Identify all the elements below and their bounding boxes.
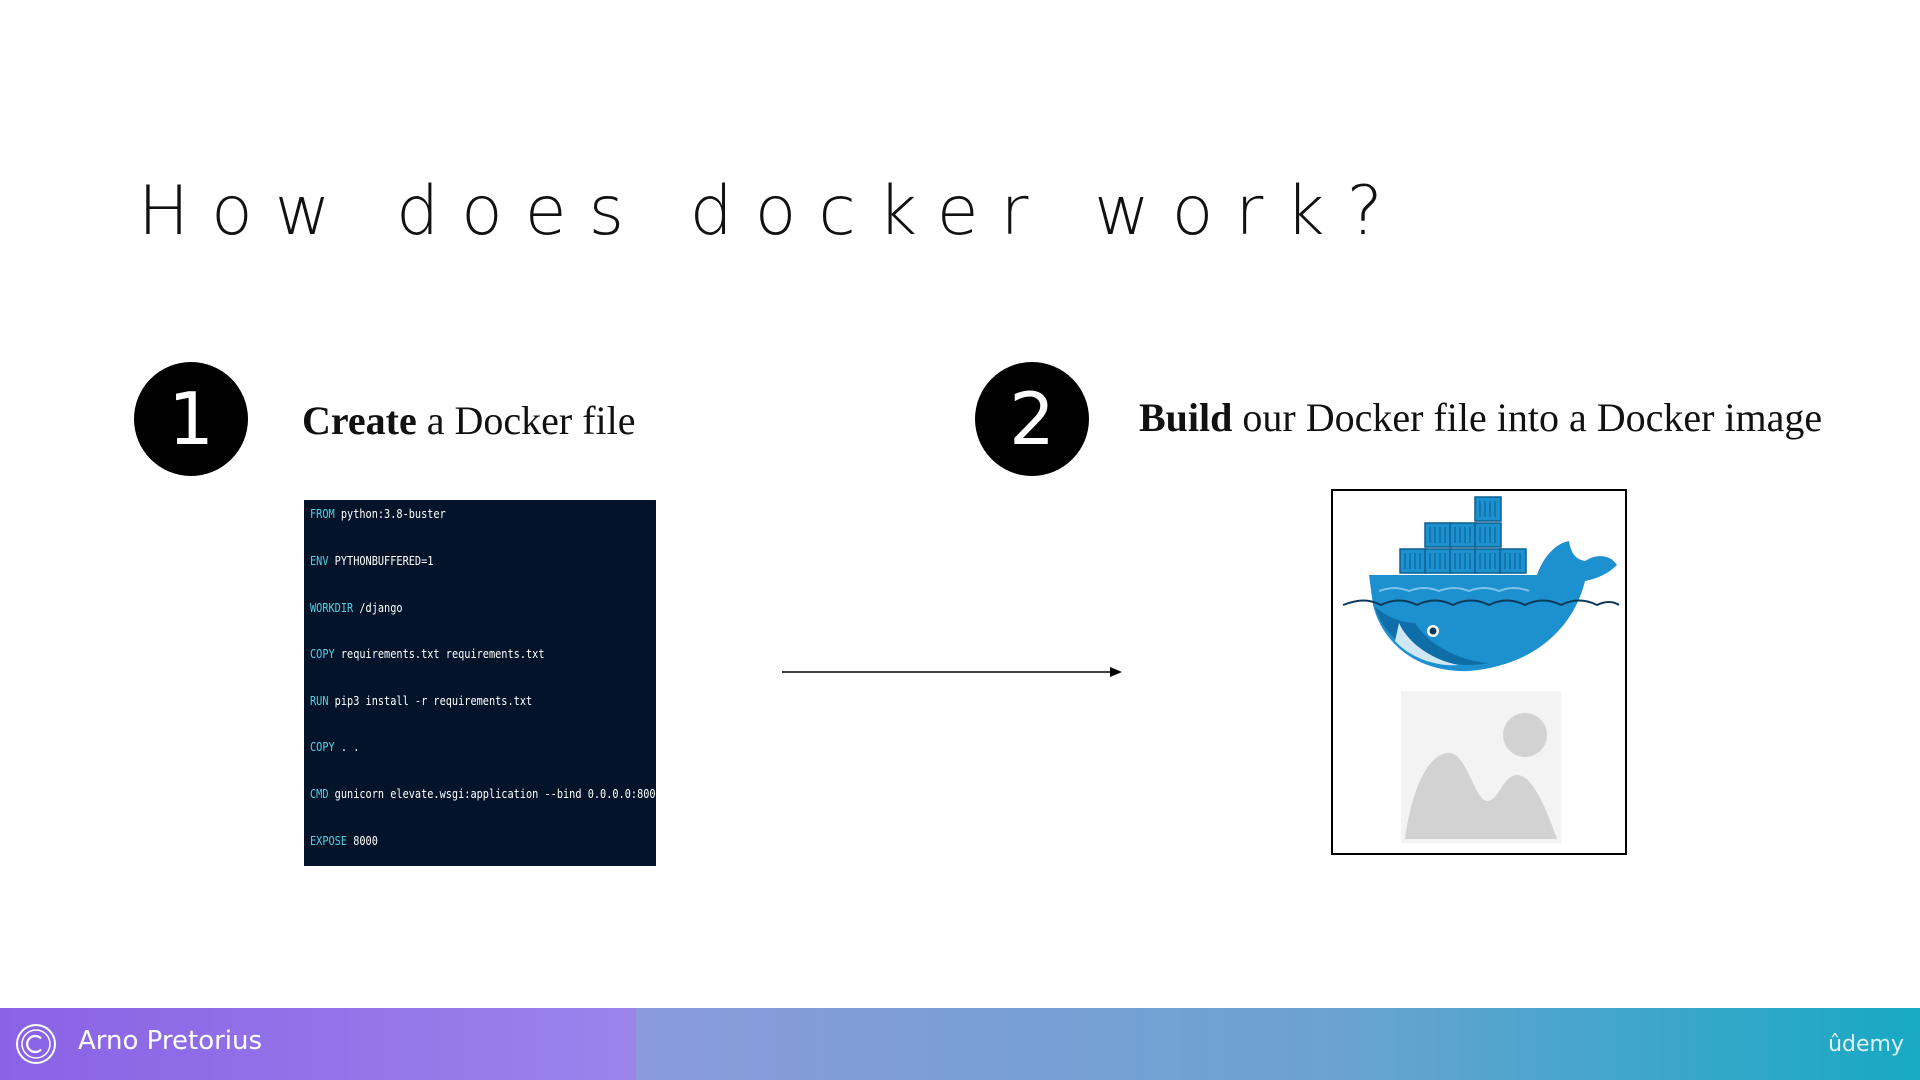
code-keyword: COPY xyxy=(310,646,335,661)
step-2-label: Build our Docker file into a Docker imag… xyxy=(1139,398,1822,438)
code-line: EXPOSE 8000 xyxy=(310,833,378,848)
code-text: PYTHONBUFFERED=1 xyxy=(328,553,434,568)
step-1-badge: 1 xyxy=(134,362,248,476)
footer-author-section: Arno Pretorius xyxy=(0,1008,636,1080)
code-keyword: RUN xyxy=(310,693,329,708)
placeholder-graphic xyxy=(1405,713,1557,839)
code-line: COPY . . xyxy=(310,739,359,754)
step-1-label-rest: a Docker file xyxy=(416,398,636,443)
docker-whale-icon xyxy=(1342,496,1620,672)
code-line: WORKDIR /django xyxy=(310,600,403,615)
code-text: /django xyxy=(353,600,403,615)
step-2-badge: 2 xyxy=(975,362,1089,476)
code-line: RUN pip3 install -r requirements.txt xyxy=(310,693,532,708)
right-arrow-icon xyxy=(782,667,1122,677)
code-text: 8000 xyxy=(347,833,378,848)
code-keyword: FROM xyxy=(310,506,335,521)
code-line: ENV PYTHONBUFFERED=1 xyxy=(310,553,433,568)
code-line: FROM python:3.8-buster xyxy=(310,506,446,521)
footer-bar: Arno Pretorius ûdemy xyxy=(0,1008,1920,1080)
code-keyword: EXPOSE xyxy=(310,833,348,848)
step-2-label-bold: Build xyxy=(1139,395,1233,440)
code-text: . . xyxy=(334,739,360,754)
step-2-label-rest: our Docker file into a Docker image xyxy=(1232,395,1823,440)
code-keyword: WORKDIR xyxy=(310,600,354,615)
image-placeholder-icon xyxy=(1401,691,1561,843)
code-text: requirements.txt requirements.txt xyxy=(334,646,545,661)
docker-image-frame xyxy=(1331,489,1627,855)
step-1-label: Create a Docker file xyxy=(302,401,636,441)
code-keyword: ENV xyxy=(310,553,329,568)
code-keyword: COPY xyxy=(310,739,335,754)
code-text: python:3.8-buster xyxy=(334,506,446,521)
udemy-logo: ûdemy xyxy=(1828,1032,1904,1057)
slide-title: How does docker work? xyxy=(138,172,1405,251)
code-keyword: CMD xyxy=(310,786,329,801)
author-name: Arno Pretorius xyxy=(78,1026,263,1056)
step-1-label-bold: Create xyxy=(302,398,417,443)
dockerfile-code-block: FROM python:3.8-buster ENV PYTHONBUFFERE… xyxy=(304,500,662,866)
code-text: pip3 install -r requirements.txt xyxy=(328,693,533,708)
code-text: gunicorn elevate.wsgi:application --bind… xyxy=(328,786,662,801)
code-line: COPY requirements.txt requirements.txt xyxy=(310,646,545,661)
code-line: CMD gunicorn elevate.wsgi:application --… xyxy=(310,786,662,801)
copyright-icon xyxy=(16,1024,56,1064)
